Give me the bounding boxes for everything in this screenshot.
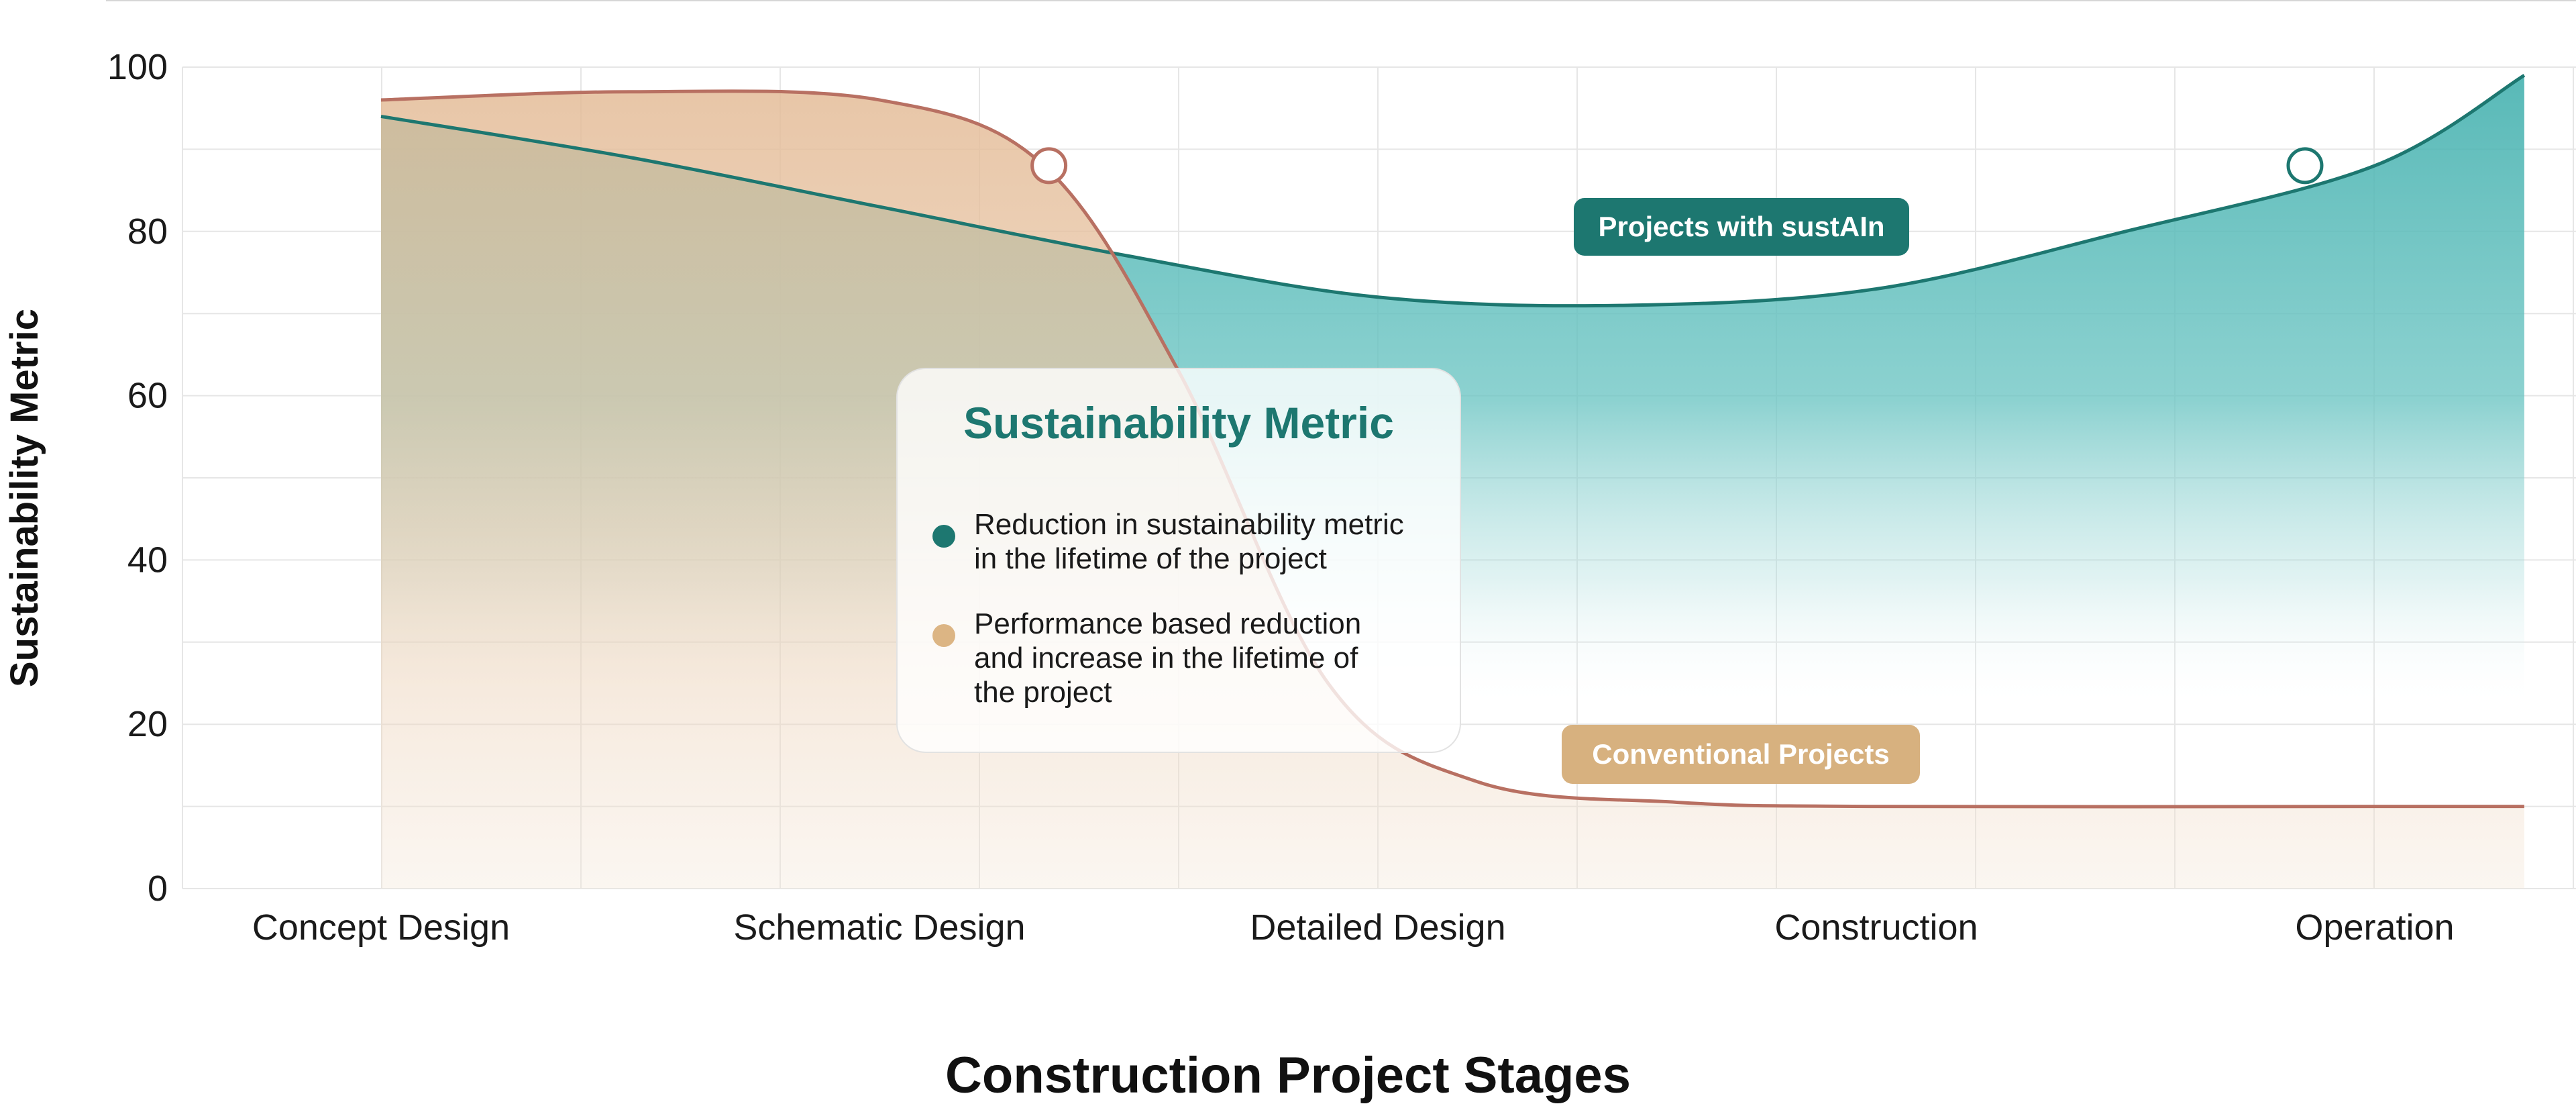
- conventional-series-label: Conventional Projects: [1562, 725, 1920, 784]
- legend-item-label: Performance based reduction and increase…: [974, 607, 1362, 709]
- x-tick-label: Concept Design: [252, 907, 510, 948]
- legend-item-sustain: Reduction in sustainability metric in th…: [932, 507, 1429, 576]
- series-line-sustain: [380, 74, 2526, 308]
- y-axis-title: Sustainability Metric: [3, 309, 46, 687]
- legend-dot-beige-icon: [932, 624, 955, 647]
- series-marker-conventional: [1030, 147, 1068, 185]
- y-tick-label: 40: [127, 540, 168, 580]
- x-axis-title: Construction Project Stages: [945, 1047, 1631, 1104]
- legend-item-label: Reduction in sustainability metric in th…: [974, 508, 1404, 575]
- legend-dot-teal-icon: [932, 525, 955, 548]
- y-tick-label: 20: [127, 704, 168, 744]
- x-tick-label: Schematic Design: [733, 907, 1025, 948]
- x-tick-label: Operation: [2295, 907, 2454, 948]
- x-tick-label: Construction: [1774, 907, 1978, 948]
- sustain-series-label: Projects with sustAIn: [1574, 198, 1909, 256]
- legend-title: Sustainability Metric: [963, 398, 1394, 448]
- y-tick-label: 0: [148, 868, 168, 909]
- y-tick-label: 100: [107, 47, 168, 87]
- y-tick-label: 80: [127, 211, 168, 252]
- x-tick-label: Detailed Design: [1250, 907, 1505, 948]
- legend: Sustainability Metric Reduction in susta…: [896, 368, 1461, 753]
- y-tick-label: 60: [127, 376, 168, 416]
- legend-item-conventional: Performance based reduction and increase…: [932, 607, 1429, 709]
- series-marker-sustain: [2286, 147, 2324, 185]
